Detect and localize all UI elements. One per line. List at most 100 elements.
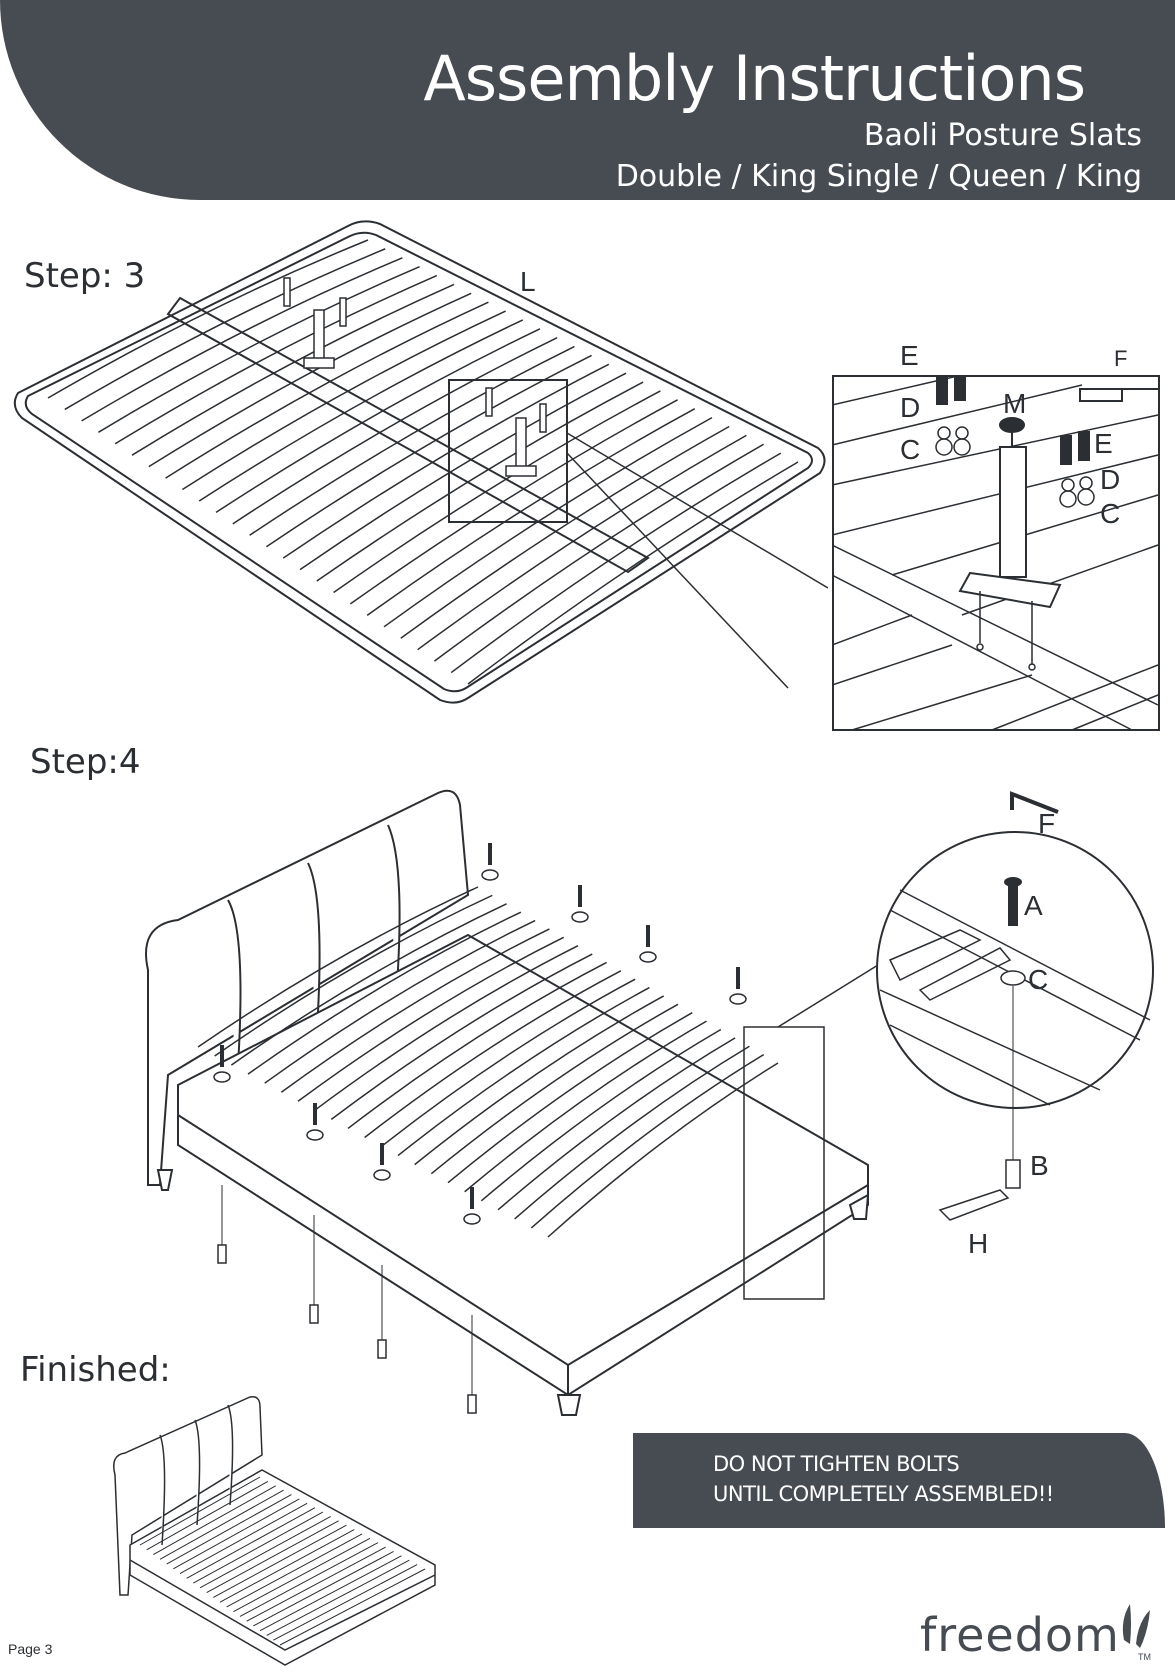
slat	[480, 1028, 722, 1202]
slat	[232, 337, 558, 525]
slat	[266, 1559, 410, 1636]
slat	[233, 1537, 371, 1613]
slat	[181, 310, 506, 491]
step-3-slat-frame-diagram	[13, 220, 828, 704]
slat	[464, 1020, 707, 1193]
slat	[450, 452, 782, 674]
slat	[219, 1529, 355, 1603]
callout-f-top: F	[1114, 346, 1128, 371]
step-3-label: Step: 3	[24, 256, 146, 296]
callout-c-step4: C	[1028, 964, 1049, 995]
slat	[316, 381, 644, 582]
callout-c-left: C	[900, 434, 921, 465]
slat	[383, 416, 713, 628]
slat	[297, 936, 565, 1102]
slat	[199, 1515, 331, 1589]
slat	[349, 399, 678, 605]
callout-d-left: D	[900, 392, 921, 423]
callout-a: A	[1024, 890, 1043, 921]
slat	[159, 1489, 284, 1560]
slat	[299, 372, 627, 571]
slat	[193, 1511, 324, 1584]
slat	[146, 1480, 269, 1551]
step-4-label: Step:4	[30, 742, 141, 782]
slat	[417, 434, 747, 651]
brand-logo: freedom TM	[920, 1600, 1160, 1670]
callout-f-step4: F	[1038, 808, 1056, 839]
slat	[265, 354, 592, 548]
slat	[280, 928, 550, 1093]
slat	[264, 919, 536, 1084]
slat	[282, 363, 610, 559]
callout-b: B	[1030, 1150, 1049, 1181]
slat	[186, 1507, 316, 1579]
slat	[215, 328, 541, 514]
slat	[433, 443, 764, 662]
slat	[333, 390, 661, 594]
slat	[173, 1498, 300, 1570]
slat	[206, 1520, 339, 1594]
slat	[239, 1542, 379, 1617]
finished-label: Finished:	[20, 1350, 171, 1390]
slat	[430, 1003, 679, 1175]
callout-c-right: C	[1100, 498, 1121, 529]
product-name: Baoli Posture Slats	[863, 118, 1142, 153]
slat	[139, 1476, 261, 1546]
slat	[114, 274, 438, 445]
slat	[314, 944, 579, 1111]
callout-e-right: E	[1094, 428, 1113, 459]
slat	[347, 961, 607, 1130]
finished-bed-illustration	[113, 1395, 436, 1666]
callout-e-left: E	[900, 340, 919, 371]
slat	[330, 953, 593, 1120]
warning-banner: DO NOT TIGHTEN BOLTS UNTIL COMPLETELY AS…	[633, 1433, 1165, 1528]
slat	[148, 292, 472, 468]
slat	[497, 1037, 736, 1211]
callout-h: H	[968, 1228, 989, 1259]
slat	[414, 995, 665, 1166]
slat	[165, 301, 489, 479]
slat	[253, 1551, 394, 1627]
callout-l: L	[520, 266, 536, 297]
product-sizes: Double / King Single / Queen / King	[615, 159, 1142, 194]
slat	[364, 970, 622, 1139]
slat	[247, 911, 522, 1075]
slat	[273, 1564, 418, 1641]
slat	[530, 1053, 765, 1229]
trademark-mark: TM	[1138, 1652, 1151, 1662]
slat	[249, 345, 575, 536]
slat	[81, 257, 403, 422]
slat	[98, 265, 420, 433]
slat	[230, 903, 507, 1066]
slat	[198, 319, 524, 502]
slat	[246, 1546, 386, 1622]
slat	[197, 886, 479, 1048]
header-banner: Assembly Instructions Baoli Posture Slat…	[0, 0, 1175, 200]
callout-d-right: D	[1100, 464, 1121, 495]
slat	[213, 1524, 347, 1598]
slat	[467, 461, 799, 685]
slat	[226, 1533, 363, 1608]
slat	[366, 408, 696, 616]
warning-line-1: DO NOT TIGHTEN BOLTS	[713, 1452, 960, 1476]
slat	[153, 1485, 276, 1555]
slat	[166, 1494, 292, 1565]
page-title: Assembly Instructions	[423, 42, 1086, 115]
slat	[131, 283, 455, 456]
slat	[397, 986, 650, 1157]
slat	[279, 1568, 426, 1646]
warning-line-2: UNTIL COMPLETELY ASSEMBLED!!	[713, 1482, 1054, 1506]
step-3-detail-view	[832, 375, 1160, 731]
page-number: Page 3	[8, 1641, 53, 1657]
leaf-icon	[1122, 1604, 1150, 1648]
brand-wordmark: freedom	[920, 1608, 1120, 1662]
slat	[179, 1502, 308, 1575]
callout-m: M	[1003, 388, 1027, 419]
slat	[547, 1062, 779, 1238]
slat	[380, 978, 636, 1148]
slat	[64, 248, 386, 411]
slat	[400, 425, 730, 639]
slat	[259, 1555, 402, 1632]
slat	[47, 239, 369, 399]
step-4-bed-assembly-diagram	[145, 789, 878, 1416]
